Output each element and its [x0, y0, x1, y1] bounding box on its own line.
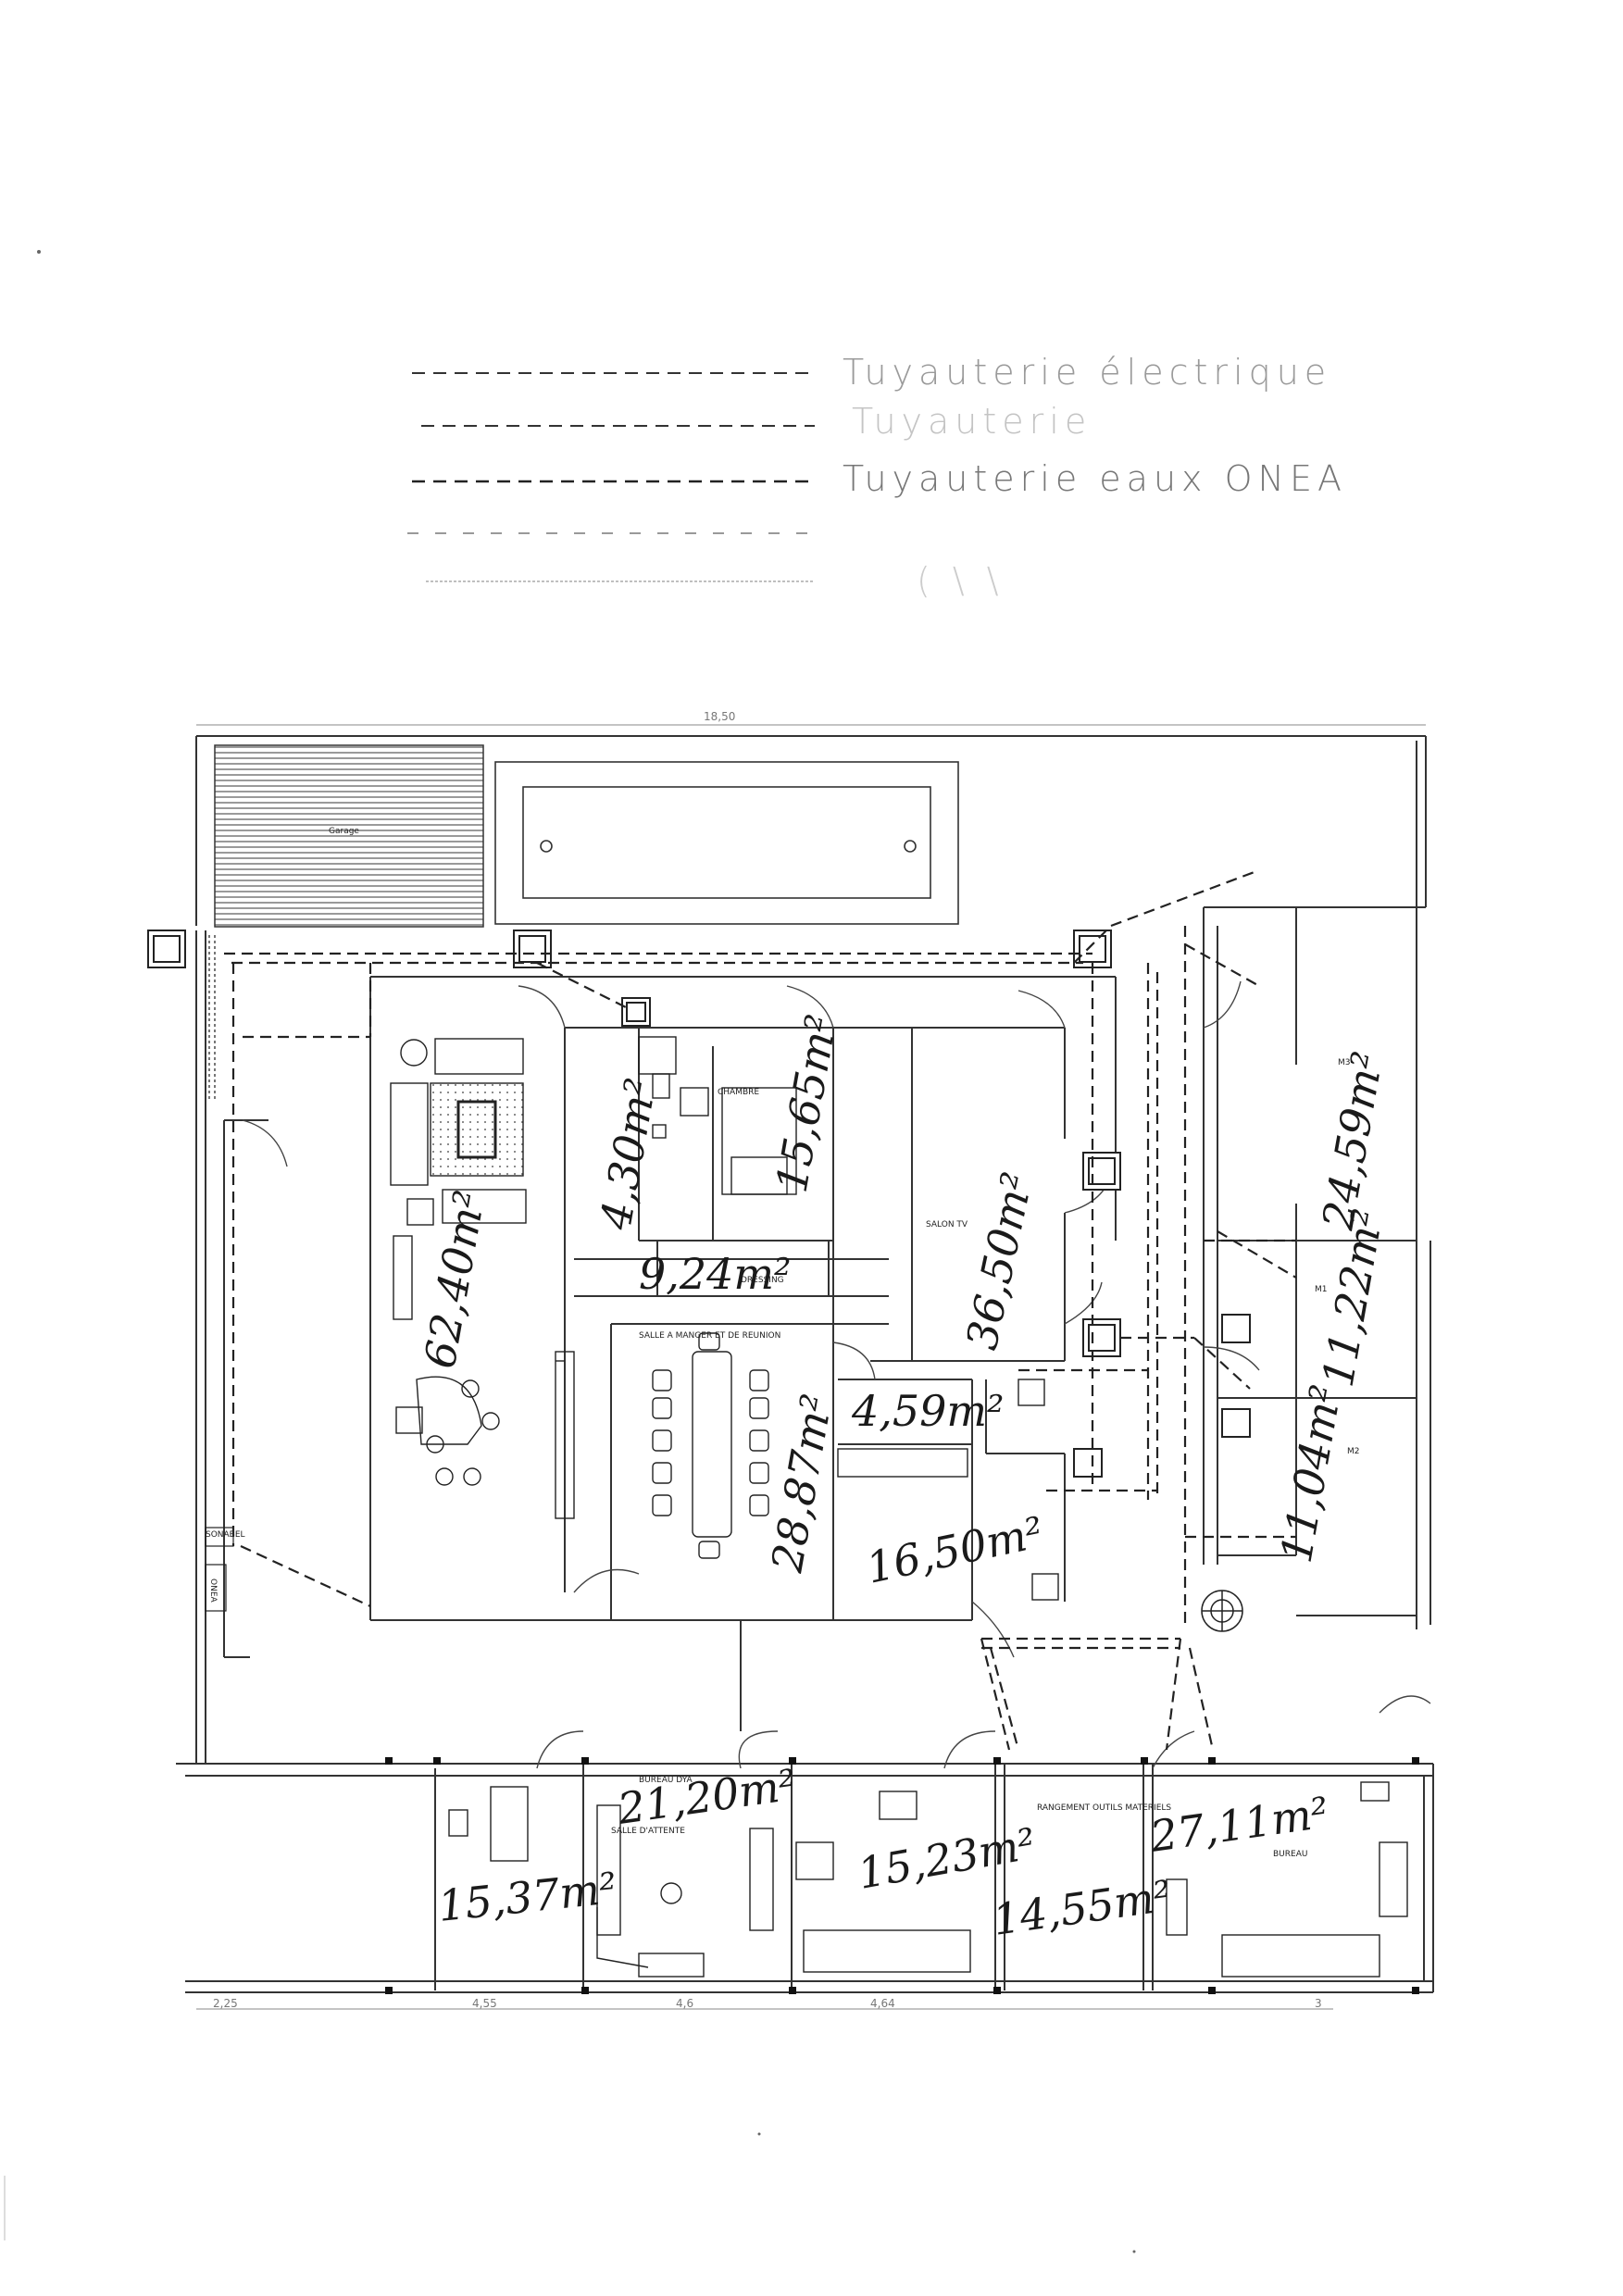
dim-bottom-1: 2,25 [213, 1997, 238, 2010]
furniture-chambre [638, 1036, 797, 1195]
area-annotations: 62,40m² 4,30m² 15,65m² 36,50m² 9,24m² 28… [415, 1011, 1393, 1945]
legend-label-2: Tuyauterie [852, 401, 1092, 442]
pool [494, 761, 959, 925]
room-labels: CHAMBRE SALON TV DRESSING SALLE A MANGER… [611, 1058, 1360, 1859]
area-salle-manger: 28,87m² [761, 1391, 842, 1577]
bureau-dya-label: BUREAU DYA [639, 1776, 693, 1785]
dim-bottom-5: 3 [1315, 1997, 1322, 2010]
dim-bottom-3: 4,6 [676, 1997, 693, 2010]
area-placard: 4,59m² [851, 1386, 1004, 1436]
dim-top: 18,50 [704, 710, 735, 723]
area-bureau-dya: 21,20m² [614, 1759, 799, 1834]
scan-marks [4, 250, 1136, 2253]
furniture-offices [448, 1781, 1408, 1978]
utility-boxes: SONABEL ONEA [205, 1527, 245, 1612]
columns [147, 930, 1251, 1478]
compass-rose [1201, 1590, 1243, 1632]
svg-text:( \ \: ( \ \ [917, 560, 1005, 601]
salon-tv-label: SALON TV [926, 1220, 968, 1229]
area-rangement: 14,55m² [990, 1870, 1174, 1944]
m3-label: M3 [1338, 1058, 1351, 1067]
area-m2: 11,04m² [1271, 1381, 1352, 1566]
doors [242, 980, 1431, 1769]
area-bureau-1: 15,23m² [855, 1818, 1040, 1899]
salle-manger-label: SALLE A MANGER ET DE REUNION [639, 1331, 780, 1341]
m2-label: M2 [1347, 1447, 1360, 1456]
area-m3: 24,59m² [1312, 1048, 1392, 1234]
onea-label: ONEA [208, 1578, 218, 1603]
area-chambre: 15,65m² [767, 1011, 847, 1196]
rangement-label: RANGEMENT OUTILS MATERIELS [1037, 1803, 1171, 1813]
area-cuisine: 16,50m² [862, 1507, 1048, 1593]
furniture-dining [652, 1332, 769, 1559]
area-sdb: 4,30m² [590, 1075, 666, 1234]
garage: Garage [214, 744, 484, 928]
area-salon-tv: 36,50m² [956, 1168, 1042, 1354]
dim-bottom-2: 4,55 [472, 1997, 497, 2010]
furniture-kitchen [837, 1379, 1059, 1601]
area-dressing: 9,24m² [639, 1249, 791, 1299]
legend-label-1: Tuyauterie électrique [843, 352, 1331, 393]
m1-label: M1 [1315, 1285, 1328, 1294]
salle-attente-label: SALLE D'ATTENTE [611, 1827, 685, 1836]
furniture-sejour [390, 1038, 575, 1519]
electric-piping [224, 868, 1297, 1751]
corner-posts [385, 1757, 1419, 1994]
dimension-labels: 18,50 2,25 4,55 4,6 4,64 3 [213, 710, 1322, 2010]
outer-walls [176, 735, 1434, 1993]
onea-water-pipe [208, 935, 216, 1102]
dim-bottom-4: 4,64 [870, 1997, 895, 2010]
legend-label-3: Tuyauterie eaux ONEA [843, 458, 1347, 499]
chambre-label: CHAMBRE [718, 1088, 759, 1097]
sonabel-label: SONABEL [206, 1530, 245, 1540]
bureau-label: BUREAU [1273, 1850, 1307, 1859]
dressing-label: DRESSING [741, 1276, 784, 1285]
area-m1: 11,22m² [1313, 1205, 1393, 1391]
area-bureau-2: 15,37m² [436, 1863, 619, 1931]
garage-label: Garage [329, 827, 359, 836]
legend: Tuyauterie électrique Tuyauterie Tuyaute… [407, 352, 1347, 601]
dimension-lines [196, 724, 1426, 2010]
area-sejour: 62,40m² [415, 1187, 495, 1372]
